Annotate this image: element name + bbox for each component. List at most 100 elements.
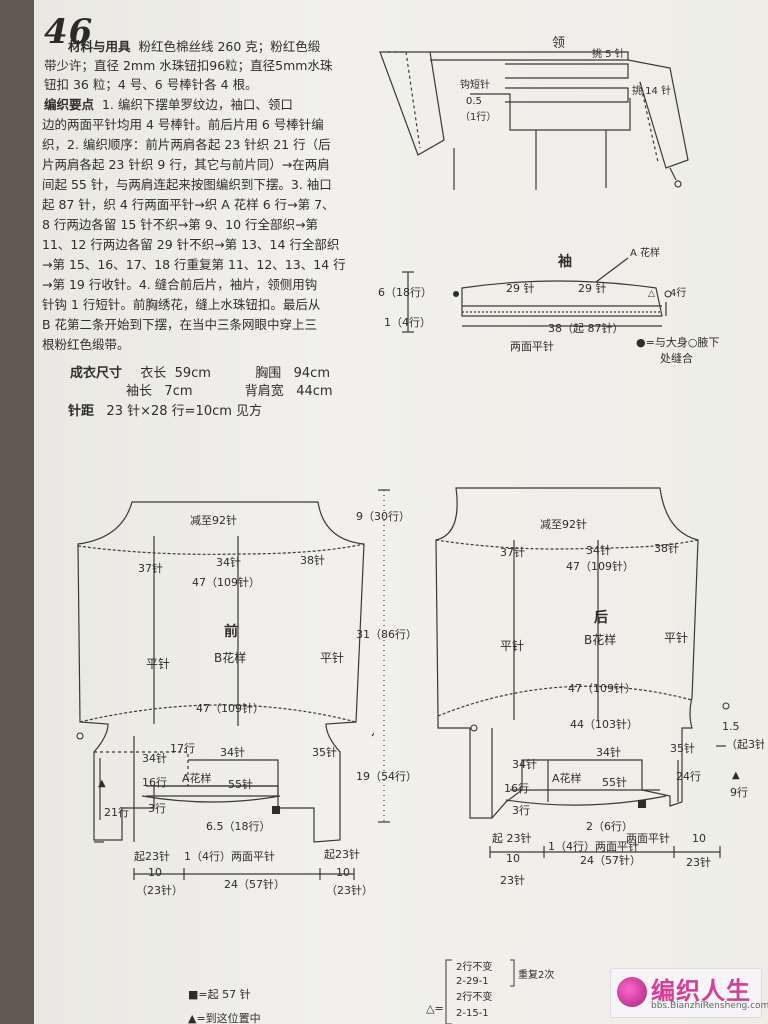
back-rows-24: 24行	[676, 770, 701, 783]
sleeve-bottom-st: 38（起 87针）	[548, 321, 624, 335]
steps-line: →第 19 行收针。4. 缝合前后片，袖片，领侧用钩	[42, 277, 318, 292]
front-cast-l: 起23针	[134, 849, 170, 863]
front-cast-r: 起23针	[324, 847, 360, 861]
sleeve-right-st: 29 针	[578, 281, 607, 295]
front-dim-r: 10	[336, 866, 350, 879]
materials-line-3: 钮扣 36 粒；4 号、6 号棒针各 4 根。	[44, 77, 258, 92]
up-arrow: ▲	[98, 778, 106, 789]
collar-crochet-rows: （1行）	[460, 110, 496, 123]
back-dim-r: 10	[692, 832, 706, 845]
front-title: 前	[224, 623, 238, 640]
height-bot: 19（54行）	[356, 770, 417, 783]
back-diagram: ▲ 减至92针 37针 34针 38针 47（109针） 后 平针 B花样 平针…	[435, 487, 764, 887]
back-dim-m: 24（57针）	[580, 853, 641, 867]
steps-line: →第 15、16、17、18 行重复第 11、12、13、14 行	[42, 257, 346, 272]
legend-rep-1: 2行不变	[456, 960, 492, 973]
front-side-r: 平针	[320, 650, 344, 665]
front-side-l: 平针	[146, 656, 170, 671]
steps-line: 织，2. 编织顺序：前片两肩各起 23 针织 21 行（后	[42, 137, 331, 152]
back-title: 后	[594, 609, 608, 626]
legend-rep-note: 重复2次	[518, 968, 554, 981]
size-row-2: 袖长 7cm 背肩宽 44cm	[126, 384, 333, 399]
legend-triangle: ▲=到这位置中	[188, 1011, 261, 1024]
legend-square: ■=起 57 针	[188, 987, 251, 1001]
collar-pick-top: 挑 5 针	[592, 47, 625, 60]
back-top-m: 34针	[586, 543, 611, 557]
front-shoulder-m: 34针	[220, 745, 245, 759]
front-dim-l2: （23针）	[136, 883, 183, 897]
triangle-icon: △	[648, 289, 655, 299]
back-garter: 1（4行）两面平针	[548, 839, 639, 853]
book-page: 46 材料与用具 粉红色棉丝线 260 克；粉红色缎 带少许；直径 2mm 水珠…	[34, 0, 768, 1024]
yarn-logo-icon	[617, 977, 647, 1007]
height-mid: 31（86行）	[356, 628, 417, 641]
back-top-l: 37针	[500, 545, 525, 559]
back-dim-l2: 23针	[500, 873, 525, 887]
legend-rep-4: 2-15-1	[456, 1008, 489, 1019]
back-bib-st: 55针	[602, 775, 627, 789]
sleeve-note-2: 处缝合	[660, 351, 693, 365]
steps-title: 编织要点	[44, 97, 95, 112]
materials-line-2: 带少许；直径 2mm 水珠钮扣96粒；直径5mm水珠	[44, 58, 333, 73]
back-rows-3: 3行	[512, 804, 530, 817]
front-rows-16: 16行	[142, 776, 167, 789]
watermark: 编织人生 bbs.BianzhiRensheng.com	[610, 968, 768, 1018]
front-dim-l: 10	[148, 866, 162, 879]
back-top-r: 38针	[654, 541, 679, 555]
steps-line: 11、12 行两边各留 29 针不织→第 13、14 行全部织	[42, 237, 340, 252]
collar-diagram: 领 挑 5 针 挑 14 针 钩短针 0.5 （1行）	[379, 36, 689, 190]
steps-line: 针钩 1 行短针。前胸绣花，缝上水珠钮扣。最后从	[42, 297, 321, 312]
front-rows-21: 21行	[104, 806, 129, 819]
sleeve-rows-right: 4行	[670, 286, 686, 299]
collar-crochet-val: 0.5	[466, 96, 482, 107]
legend-repeat-sym: △=	[426, 1002, 444, 1015]
materials-line-1: 材料与用具 粉红色棉丝线 260 克；粉红色缎	[68, 39, 321, 54]
steps-line: 间起 55 针，与两肩连起来按图编织到下摆。3. 袖口	[42, 177, 332, 192]
front-dim-m: 24（57针）	[224, 877, 285, 891]
collar-pick-side: 挑 14 针	[632, 84, 671, 97]
page-number: 46	[44, 12, 94, 52]
size-title: 成衣尺寸	[70, 366, 123, 381]
back-pattern-a: A花样	[552, 771, 582, 785]
front-bib-st: 55针	[228, 777, 253, 791]
steps-line-1: 编织要点 1. 编织下摆单罗纹边，袖口、领口	[44, 97, 293, 112]
sleeve-title: 袖	[558, 253, 572, 270]
front-shoulder-r: 35针	[312, 745, 337, 759]
sleeve-rows-bottom: 1（4行）	[384, 316, 431, 329]
back-shoulder-l: 34针	[512, 757, 537, 771]
back-side-r: 平针	[664, 630, 688, 645]
back-top-total: 47（109针）	[566, 559, 634, 573]
steps-line: 8 行两边各留 15 针不织→第 9、10 行全部织→第	[42, 217, 319, 232]
back-shoulder-r: 35针	[670, 741, 695, 755]
back-bib-rows: 2（6行）	[586, 820, 633, 833]
back-dim-l: 10	[506, 852, 520, 865]
back-garter-a: 两面平针	[626, 831, 670, 845]
legend-rep-3: 2行不变	[456, 990, 492, 1003]
front-top-l: 37针	[138, 561, 163, 575]
front-dim-r2: （23针）	[326, 883, 373, 897]
back-rows-9: 9行	[730, 786, 748, 799]
front-mid-total: 47（109针）	[196, 701, 264, 715]
materials-title: 材料与用具	[68, 39, 131, 54]
back-side-l: 平针	[500, 638, 524, 653]
front-shoulder-l: 34针	[142, 751, 167, 765]
steps-line: B 花第二条开始到下摆，在当中三条网眼中穿上三	[42, 317, 318, 332]
back-side-val-2: （起3针）	[726, 737, 764, 751]
back-side-val: 1.5	[722, 720, 740, 733]
legend-rep-2: 2-29-1	[456, 976, 489, 987]
steps-line: 边的两面平针均用 4 号棒针。前后片用 6 号棒针编	[42, 117, 324, 132]
sleeve-pattern-a: A 花样	[630, 246, 660, 259]
collar-title: 领	[552, 36, 565, 51]
front-top-r: 38针	[300, 553, 325, 567]
back-cast-l: 起 23针	[492, 831, 532, 845]
steps-line: 根粉红色缎带。	[42, 337, 130, 352]
back-dim-r2: 23针	[686, 855, 711, 869]
back-rows-16: 16行	[504, 782, 529, 795]
front-mid: B花样	[214, 650, 246, 665]
front-diagram: ▲ 减至92针 37针 34针 38针 47（109针） 前 平针 B花样 平针…	[76, 501, 374, 897]
gauge-title: 针距	[68, 404, 95, 419]
front-bib-rows: 6.5（18行）	[206, 820, 271, 833]
size-row-1: 成衣尺寸 衣长 59cm 胸围 94cm	[70, 366, 330, 381]
legend: ■=起 57 针 ▲=到这位置中 △= 2行不变 2-29-1 重复2次 2行不…	[188, 959, 554, 1024]
front-garter: 1（4行）两面平针	[184, 849, 275, 863]
